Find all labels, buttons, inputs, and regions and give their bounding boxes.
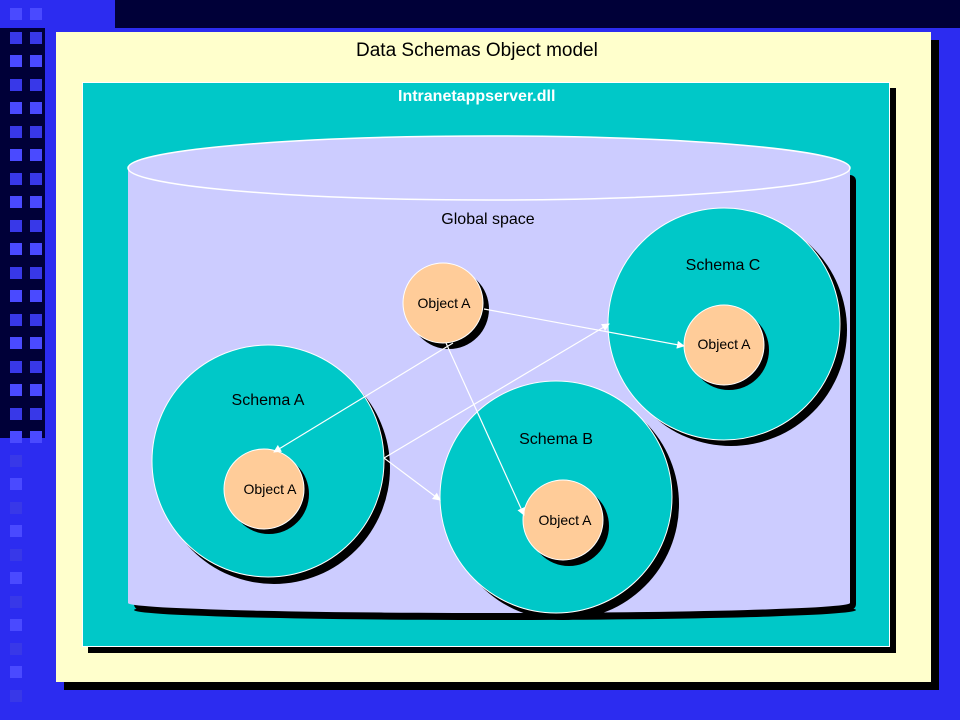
decorative-square [30, 313, 42, 326]
reference-arrows [273, 308, 685, 516]
decorative-square [30, 31, 42, 44]
decorative-square [30, 407, 42, 420]
decorative-square [30, 431, 42, 443]
decorative-square [30, 266, 42, 279]
decorative-square [10, 595, 22, 608]
decorative-square [10, 55, 22, 67]
decorative-square [10, 102, 22, 114]
global-space-label: Global space [441, 211, 534, 228]
decorative-square [10, 337, 22, 349]
decorative-square [30, 243, 42, 255]
schema-b-group: Schema B Object A [439, 380, 679, 620]
decorative-square [10, 149, 22, 161]
slide-title: Data Schemas Object model [356, 40, 598, 61]
schema-a-label: Schema A [232, 392, 305, 409]
schema-b-object-circle [522, 479, 604, 561]
decorative-square [10, 478, 22, 490]
global-object-label: Object A [418, 295, 472, 311]
decorative-square [30, 55, 42, 67]
decorative-square [30, 290, 42, 302]
dll-label: Intranetappserver.dll [398, 88, 556, 105]
decorative-square [10, 572, 22, 584]
decorative-square [30, 337, 42, 349]
decorative-square [10, 243, 22, 255]
arrow-schema-a-to-schema-c [383, 323, 610, 459]
decorative-square [10, 548, 22, 561]
decorative-square [10, 125, 22, 138]
decorative-square [30, 384, 42, 396]
decorative-square [10, 31, 22, 44]
decorative-square [10, 78, 22, 91]
schema-c-label: Schema C [686, 257, 761, 274]
decorative-square [10, 266, 22, 279]
decorative-square [10, 666, 22, 678]
schema-a-object-label: Object A [244, 481, 298, 497]
decorative-square [10, 219, 22, 232]
decorative-square [10, 360, 22, 373]
decorative-square [10, 384, 22, 396]
schema-b-label: Schema B [519, 431, 593, 448]
background-top-bar [115, 0, 960, 28]
decorative-square [30, 102, 42, 114]
decorative-square [10, 619, 22, 631]
decorative-square [30, 360, 42, 373]
decorative-square [10, 172, 22, 185]
arrow-global-to-schema-c-object [483, 308, 685, 349]
decorative-square [10, 642, 22, 655]
decorative-square [10, 8, 22, 20]
decorative-square [10, 313, 22, 326]
arrow-global-to-schema-b-object [445, 342, 525, 516]
decorative-square [10, 431, 22, 443]
schema-a-object-circle [223, 448, 305, 530]
decorative-square [10, 196, 22, 208]
decorative-square [30, 8, 42, 20]
schema-c-group: Schema C Object A [607, 207, 847, 446]
schema-c-object-label: Object A [698, 336, 752, 352]
decorative-square [10, 290, 22, 302]
decorative-square [10, 525, 22, 537]
arrow-global-to-schema-a-object [273, 342, 454, 453]
decorative-square [30, 172, 42, 185]
decorative-square [10, 407, 22, 420]
arrow-schema-a-to-schema-b [383, 457, 441, 501]
decorative-square [30, 149, 42, 161]
decorative-square [10, 501, 22, 514]
schema-b-object-label: Object A [539, 512, 593, 528]
decorative-square [30, 125, 42, 138]
decorative-square [30, 78, 42, 91]
decorative-square [30, 219, 42, 232]
decorative-square [10, 689, 22, 702]
decorative-square [30, 196, 42, 208]
schema-a-group: Schema A Object A [151, 344, 390, 584]
cylinder-top [127, 135, 851, 201]
global-object-circle [402, 262, 484, 344]
decorative-square [10, 454, 22, 467]
global-object-group: Object A [402, 262, 489, 349]
